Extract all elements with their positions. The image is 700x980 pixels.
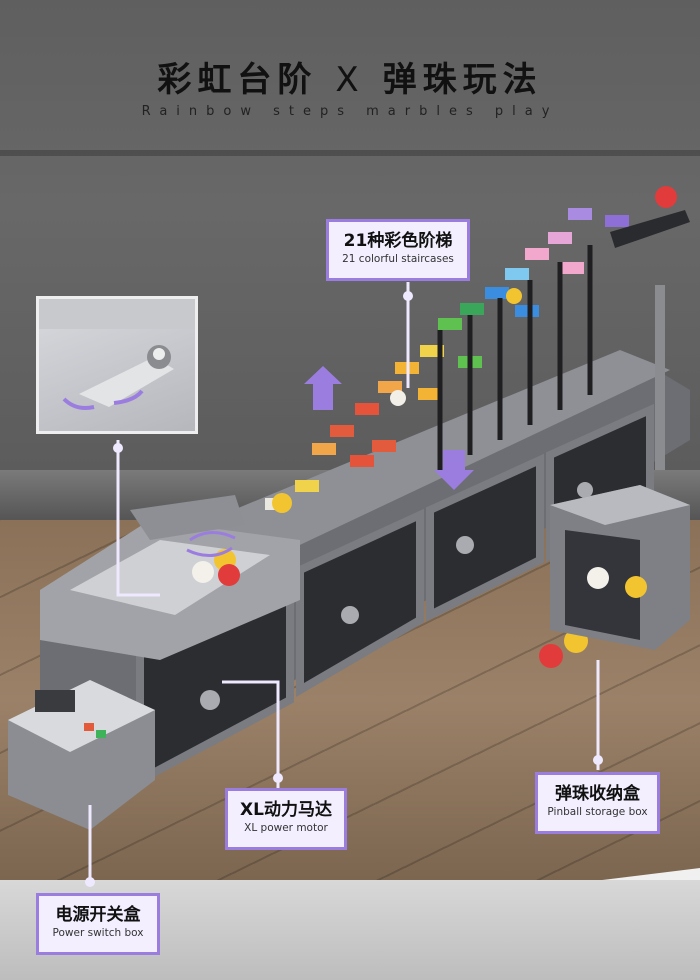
label-power-box-en: Power switch box xyxy=(52,927,144,939)
down-arrow-icon xyxy=(434,450,474,490)
label-staircases-cn: 21种彩色阶梯 xyxy=(343,231,453,251)
title-separator: X xyxy=(335,60,365,100)
label-staircases-en: 21 colorful staircases xyxy=(342,253,454,265)
title-right: 弹珠玩法 xyxy=(382,60,543,100)
power-switch-box xyxy=(8,680,155,830)
label-storage: 弹珠收纳盒 Pinball storage box xyxy=(535,772,660,834)
top-rail xyxy=(610,210,690,248)
storage-box xyxy=(550,485,690,650)
stair-posts xyxy=(437,245,593,470)
label-staircases: 21种彩色阶梯 21 colorful staircases xyxy=(326,219,470,281)
rotate-icon xyxy=(186,531,236,557)
gears xyxy=(200,482,593,710)
inset-illustration xyxy=(39,299,195,410)
label-storage-en: Pinball storage box xyxy=(547,806,648,818)
label-motor-en: XL power motor xyxy=(244,822,328,834)
label-motor: XL动力马达 XL power motor xyxy=(225,788,347,850)
hopper-wall xyxy=(130,495,245,540)
inset-closeup xyxy=(36,296,198,434)
rotate-arrows-icon xyxy=(62,389,144,410)
label-motor-cn: XL动力马达 xyxy=(240,800,332,820)
up-arrow-icon xyxy=(304,366,342,410)
wall-band xyxy=(0,150,700,156)
label-storage-cn: 弹珠收纳盒 xyxy=(555,784,640,804)
header: 彩虹台阶 X 弹珠玩法 Rainbow steps marbles play xyxy=(0,0,700,150)
callout-dots xyxy=(85,291,603,887)
label-power-box: 电源开关盒 Power switch box xyxy=(36,893,160,955)
page-title: 彩虹台阶 X 弹珠玩法 xyxy=(0,52,700,101)
title-left: 彩虹台阶 xyxy=(157,60,318,100)
label-power-box-cn: 电源开关盒 xyxy=(55,905,141,925)
page-subtitle: Rainbow steps marbles play xyxy=(141,104,559,119)
marbles xyxy=(192,186,677,668)
callout-lines xyxy=(88,282,600,880)
